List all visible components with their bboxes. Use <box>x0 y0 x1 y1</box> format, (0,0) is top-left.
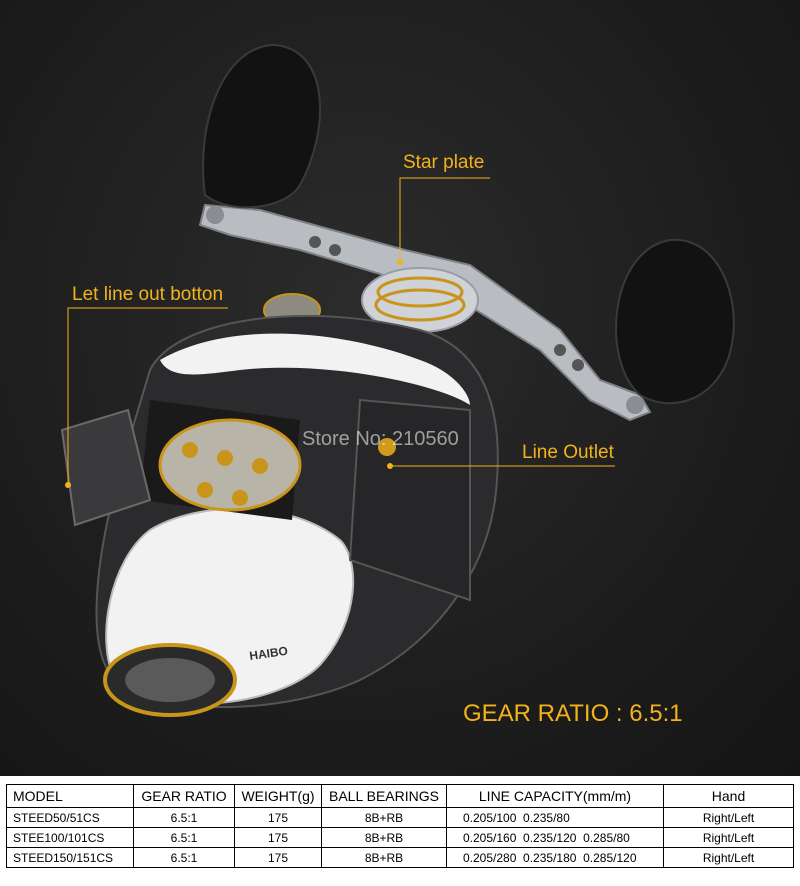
spec-table-panel: MODEL GEAR RATIO WEIGHT(g) BALL BEARINGS… <box>0 776 800 886</box>
header-model: MODEL <box>6 784 134 808</box>
spool-hole <box>252 458 268 474</box>
star-plate-dot <box>397 259 403 265</box>
product-photo: HAIBO Star plate Let line out botton Lin… <box>0 0 800 776</box>
line-out-leader <box>67 307 228 485</box>
table-row: STEED150/151CS 6.5:1 175 8B+RB 0.205/280… <box>6 847 794 868</box>
cell-weight: 175 <box>234 847 322 868</box>
callout-star-plate: Star plate <box>403 152 485 173</box>
cell-ball-bearings: 8B+RB <box>321 807 447 828</box>
cell-gear-ratio: 6.5:1 <box>133 807 235 828</box>
cell-model: STEED50/51CS <box>6 807 134 828</box>
cell-model: STEED150/151CS <box>6 847 134 868</box>
spool-hole <box>197 482 213 498</box>
cell-hand: Right/Left <box>663 827 794 848</box>
header-gear-ratio: GEAR RATIO <box>133 784 235 808</box>
table-row: STEE100/101CS 6.5:1 175 8B+RB 0.205/160 … <box>6 827 794 848</box>
spool-hole <box>232 490 248 506</box>
header-weight: WEIGHT(g) <box>234 784 322 808</box>
cell-weight: 175 <box>234 827 322 848</box>
callout-let-line-out: Let line out botton <box>72 284 224 305</box>
header-ball-bearings: BALL BEARINGS <box>321 784 447 808</box>
header-line-capacity: LINE CAPACITY(mm/m) <box>446 784 664 808</box>
line-out-dot <box>65 482 71 488</box>
spool <box>158 418 302 512</box>
handle-knob-top <box>202 43 321 209</box>
side-cap <box>125 658 215 702</box>
hub-ring <box>376 276 464 308</box>
cell-line-capacity: 0.205/100 0.235/80 <box>446 807 664 828</box>
spool-hole <box>182 442 198 458</box>
cell-line-capacity: 0.205/160 0.235/120 0.285/80 <box>446 827 664 848</box>
cell-line-capacity: 0.205/280 0.235/180 0.285/120 <box>446 847 664 868</box>
gear-ratio-caption: GEAR RATIO : 6.5:1 <box>463 700 683 728</box>
arm-hole <box>309 236 321 248</box>
arm-hole <box>572 359 584 371</box>
baitcasting-reel-illustration: HAIBO <box>60 43 735 717</box>
callout-line-outlet: Line Outlet <box>522 442 614 463</box>
cell-hand: Right/Left <box>663 847 794 868</box>
cell-gear-ratio: 6.5:1 <box>133 827 235 848</box>
gear-ratio-value: 6.5:1 <box>629 700 683 727</box>
cell-gear-ratio: 6.5:1 <box>133 847 235 868</box>
arm-hole <box>554 344 566 356</box>
store-watermark: Store No: 210560 <box>302 428 459 450</box>
handle-arm <box>198 203 652 422</box>
hub-ring <box>374 288 466 322</box>
line-outlet-eye <box>378 438 396 456</box>
body-top-trim <box>160 333 470 405</box>
cell-ball-bearings: 8B+RB <box>321 847 447 868</box>
cell-weight: 175 <box>234 807 322 828</box>
spec-table: MODEL GEAR RATIO WEIGHT(g) BALL BEARINGS… <box>6 784 794 868</box>
handle-nut-left <box>206 206 224 224</box>
star-plate-leader <box>399 177 490 262</box>
table-row: STEED50/51CS 6.5:1 175 8B+RB 0.205/100 0… <box>6 807 794 828</box>
table-header-row: MODEL GEAR RATIO WEIGHT(g) BALL BEARINGS… <box>6 784 794 808</box>
reel-brand-logo: HAIBO <box>248 644 288 663</box>
header-hand: Hand <box>663 784 794 808</box>
spool-hole <box>217 450 233 466</box>
let-line-out-button <box>60 408 152 527</box>
gear-ratio-label: GEAR RATIO : <box>463 700 623 727</box>
handle-nut-right <box>626 396 644 414</box>
arm-hole <box>329 244 341 256</box>
cell-model: STEE100/101CS <box>6 827 134 848</box>
line-outlet-dot <box>387 463 393 469</box>
handle-knob-right <box>615 238 735 405</box>
cell-hand: Right/Left <box>663 807 794 828</box>
cell-ball-bearings: 8B+RB <box>321 827 447 848</box>
